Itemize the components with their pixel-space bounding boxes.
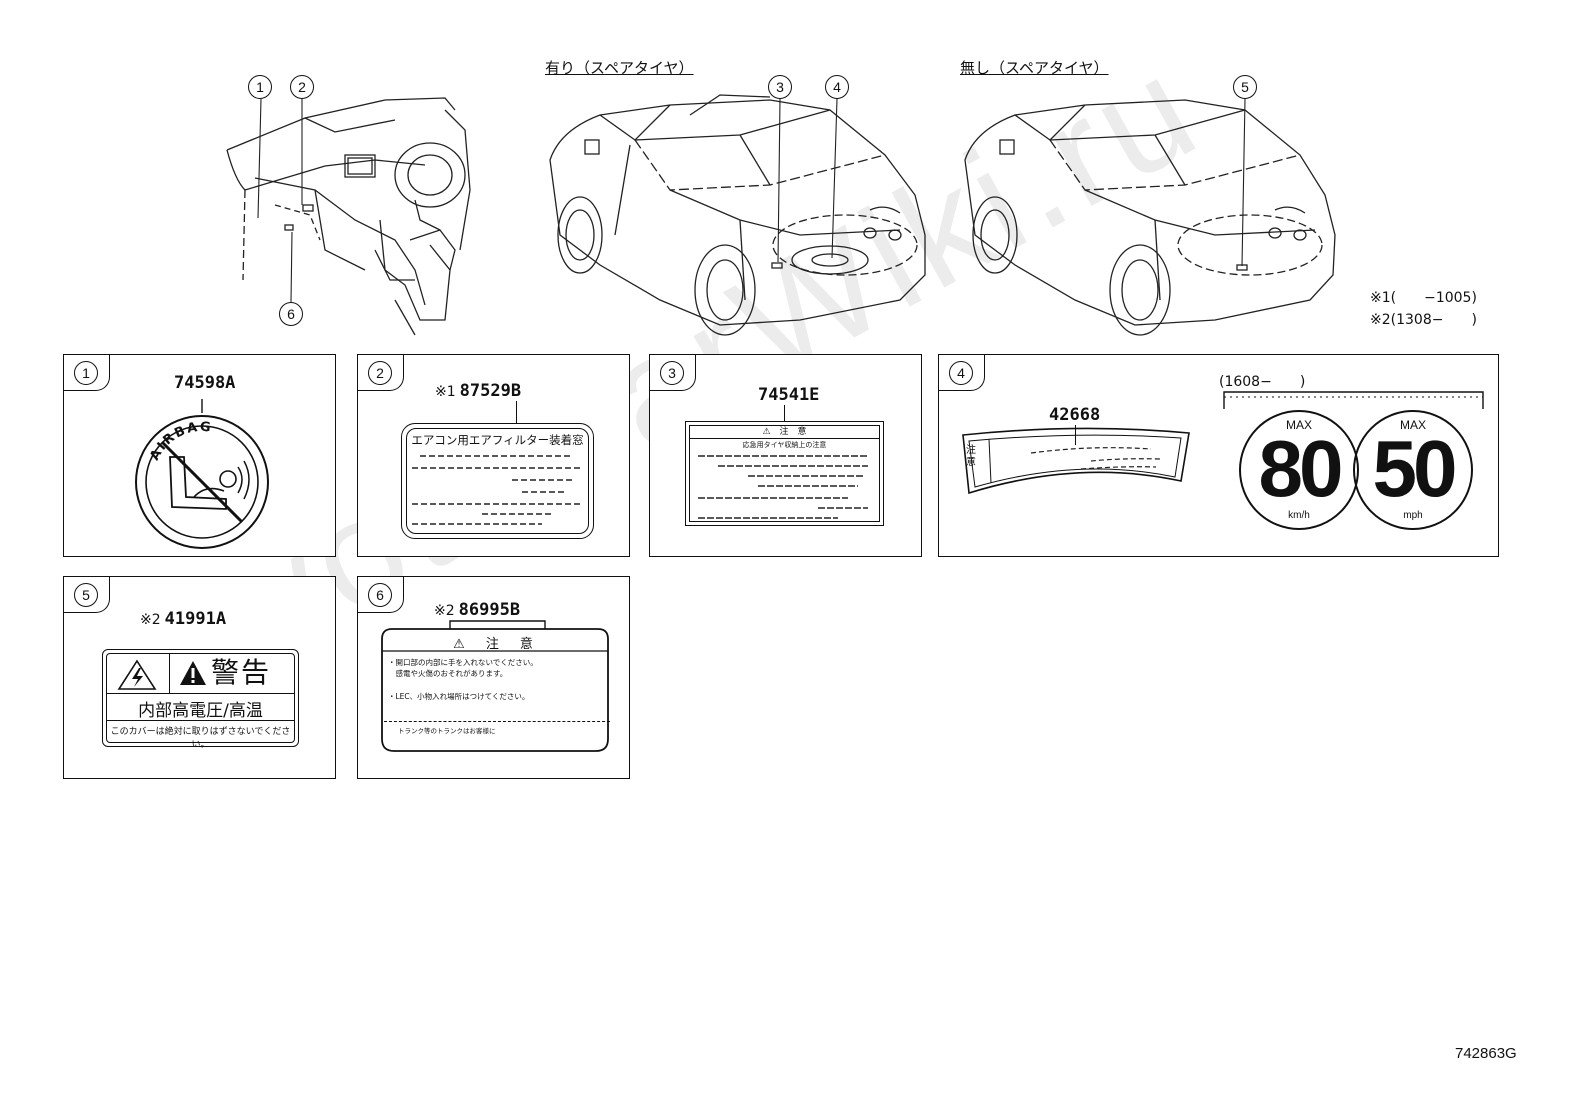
date-note-1: ※1( −1005)	[1370, 290, 1477, 306]
panel-5-number: 5	[74, 583, 98, 607]
panel-1-part-number: 74598A	[174, 373, 236, 393]
speed-sign-kmh-max: MAX	[1285, 418, 1312, 432]
callout-6: 6	[279, 302, 303, 326]
caution-label-outline	[381, 620, 609, 752]
callout-4: 4	[825, 75, 849, 99]
curved-label-side-text: 注意	[966, 445, 976, 468]
panel-4-part-number: 42668	[1049, 405, 1101, 425]
spare-tire-caution-label: ⚠ 注 意 応急用タイヤ収納上の注意	[685, 421, 884, 526]
panel-3-number: 3	[660, 361, 684, 385]
ac-filter-label-title: エアコン用エアフィルター装着窓	[411, 433, 584, 447]
speed-sign-mph-unit: mph	[1403, 510, 1423, 521]
panel-3: 3 74541E ⚠ 注 意 応急用タイヤ収納上の注意	[649, 354, 922, 557]
caution-text-2: 感電や火傷のおそれがあります。	[388, 669, 508, 678]
airbag-label-text: AIRBAG	[147, 420, 211, 463]
callout-3: 3	[768, 75, 792, 99]
warning-line-1: 内部高電圧/高温	[138, 701, 263, 721]
speed-sign-kmh-unit: km/h	[1288, 510, 1310, 521]
airbag-warning-label	[135, 399, 269, 549]
speed-sign-mph: MAX 50 mph	[1353, 410, 1473, 530]
panel-2-number: 2	[368, 361, 392, 385]
warning-triangle-icon	[180, 661, 206, 685]
speed-sign-kmh: MAX 80 km/h	[1239, 410, 1359, 530]
panel-6-number: 6	[368, 583, 392, 607]
interior-dashboard-illustration	[226, 97, 471, 336]
caution-text-4: トランク等のトランクはお客様に	[398, 727, 496, 735]
date-note-2: ※2(1308− )	[1370, 312, 1477, 328]
speed-sign-mph-value: 50	[1372, 424, 1458, 513]
caution-text-1: ・開口部の内部に手を入れないでください。	[388, 658, 538, 667]
car-without-spare-illustration	[964, 99, 1336, 336]
drawing-code: 742863G	[1455, 1045, 1517, 1062]
spare-tire-curved-label	[962, 427, 1190, 495]
svg-text:AIRBAG: AIRBAG	[147, 420, 213, 463]
speed-sign-kmh-value: 80	[1258, 424, 1344, 513]
heading-with-spare: 有り（スペアタイヤ）	[545, 59, 694, 77]
warning-title: 警告	[211, 656, 272, 689]
callout-2: 2	[290, 75, 314, 99]
child-seat-icon	[169, 456, 227, 510]
spare-tire-caution-subtitle: 応急用タイヤ収納上の注意	[742, 441, 827, 449]
spare-tire-caution-title: ⚠ 注 意	[690, 426, 879, 439]
panel-1-number: 1	[74, 361, 98, 385]
ac-filter-label: エアコン用エアフィルター装着窓	[401, 423, 594, 539]
heading-without-spare: 無し（スペアタイヤ）	[960, 59, 1109, 77]
caution-title: ⚠ 注 意	[453, 637, 537, 652]
panel-3-part-number: 74541E	[758, 385, 820, 405]
panel-4-number: 4	[949, 361, 973, 385]
high-voltage-warning-label: 警告 内部高電圧/高温 このカバーは絶対に取りはずさないでください。	[102, 649, 299, 750]
electric-hazard-icon	[117, 659, 157, 690]
panel-4: 4 42668 注意 (1608− ) MAX 80 km/h MAX 50 m…	[938, 354, 1499, 557]
panel-1: 1 74598A AIRBAG	[63, 354, 336, 557]
warning-line-2: このカバーは絶対に取りはずさないでください。	[110, 727, 291, 750]
callout-1: 1	[248, 75, 272, 99]
panel-4-date-range: (1608− )	[1219, 374, 1306, 390]
speed-sign-mph-max: MAX	[1399, 418, 1426, 432]
callout-5: 5	[1233, 75, 1257, 99]
car-with-spare-illustration	[549, 94, 926, 336]
caution-text-3: ・LEC、小物入れ場所はつけてください。	[388, 692, 530, 701]
